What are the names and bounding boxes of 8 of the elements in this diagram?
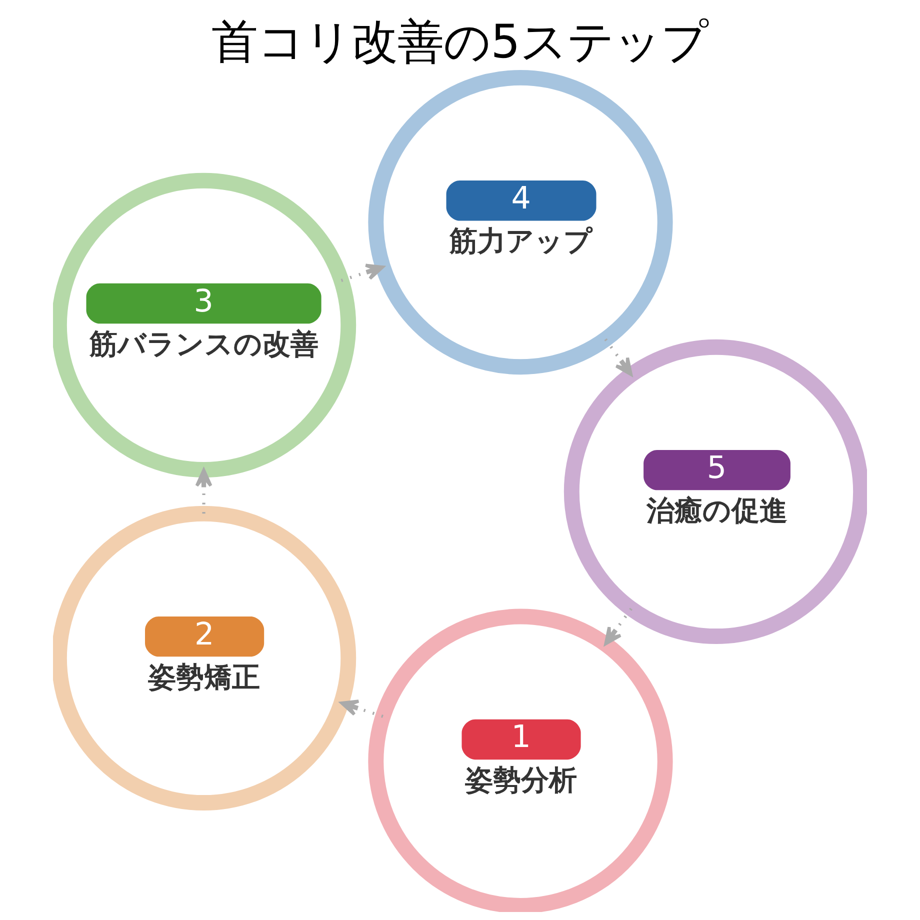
arrow xyxy=(340,700,384,718)
arrow xyxy=(604,338,633,376)
arrow xyxy=(195,468,212,514)
arrow xyxy=(340,264,384,282)
node-circle: 2 姿勢矯正 xyxy=(53,506,356,811)
diagram-title: 首コリ改善の5ステップ xyxy=(212,14,708,69)
node-circle: 3 筋バランスの改善 xyxy=(53,172,356,478)
arrow xyxy=(604,608,632,646)
